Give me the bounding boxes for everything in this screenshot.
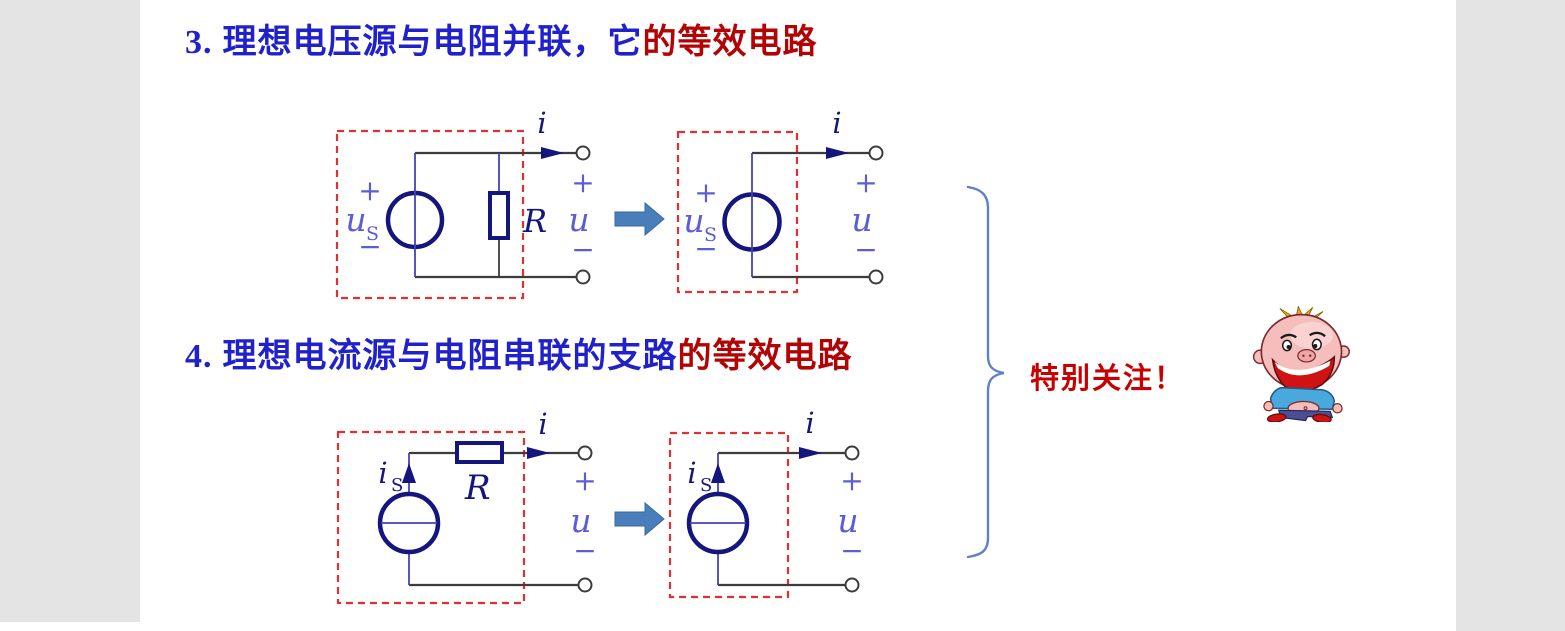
port-voltage-label: u bbox=[837, 501, 858, 540]
section-3-title-red: 的等效电路 bbox=[642, 23, 818, 61]
port-minus-label: − bbox=[854, 233, 877, 266]
equivalence-arrow-icon bbox=[614, 501, 665, 537]
right-gray-margin bbox=[1456, 0, 1565, 631]
current-arrowhead bbox=[826, 147, 849, 159]
mascot-nostril bbox=[1302, 354, 1305, 358]
source-minus-label: − bbox=[694, 232, 717, 265]
mascot-left-shoe bbox=[1266, 413, 1287, 422]
terminal-bottom bbox=[577, 577, 593, 593]
mascot-cartoon-icon bbox=[1252, 306, 1350, 422]
port-plus-label: + bbox=[840, 464, 863, 497]
source-minus-label: − bbox=[358, 230, 381, 263]
equivalent-source-dashed-box bbox=[335, 129, 525, 300]
terminal-bottom bbox=[575, 269, 591, 285]
source-current-subscript: S bbox=[700, 475, 712, 496]
left-gray-margin bbox=[0, 0, 140, 622]
terminal-bottom bbox=[844, 577, 860, 593]
circuit-current-source-equivalent: i S i + u − bbox=[668, 406, 864, 599]
mascot-right-hand bbox=[1332, 402, 1343, 414]
port-minus-label: − bbox=[840, 534, 863, 567]
current-arrowhead bbox=[541, 147, 564, 159]
equivalent-source-dashed-box bbox=[676, 130, 799, 294]
port-voltage-label: u bbox=[570, 501, 591, 540]
source-plus-label: + bbox=[358, 174, 381, 207]
mascot-nose bbox=[1297, 348, 1316, 363]
source-current-subscript: S bbox=[391, 475, 403, 496]
source-current-arrowhead bbox=[711, 463, 725, 483]
terminal-top bbox=[575, 145, 591, 161]
section-3-number: 3. bbox=[185, 24, 213, 61]
circuit-voltage-source-parallel-original: + u S − R i + u − bbox=[335, 106, 595, 300]
mascot-navel bbox=[1303, 406, 1308, 411]
resistor-symbol bbox=[488, 191, 510, 240]
source-current-label: i bbox=[687, 456, 696, 490]
section-3-title-blue: 理想电压源与电阻并联，它 bbox=[222, 23, 643, 61]
port-minus-label: − bbox=[571, 233, 594, 266]
section-4-title-blue: 理想电流源与电阻串联的支路 bbox=[222, 337, 678, 375]
attention-note: 特别关注！ bbox=[1030, 363, 1186, 395]
port-voltage-label: u bbox=[851, 200, 872, 239]
current-arrowhead bbox=[799, 447, 822, 459]
mascot-eyes bbox=[1281, 338, 1322, 352]
port-minus-label: − bbox=[573, 534, 596, 567]
resistor-label: R bbox=[464, 468, 491, 508]
source-plus-label: + bbox=[694, 176, 717, 209]
mascot-right-eyebrow bbox=[1309, 331, 1326, 338]
mascot-nostril bbox=[1308, 354, 1312, 358]
source-voltage-label: u bbox=[683, 201, 704, 240]
section-4-number: 4. bbox=[185, 338, 213, 375]
mascot-left-eyebrow bbox=[1280, 333, 1297, 340]
mascot-teeth bbox=[1274, 360, 1331, 376]
source-voltage-subscript: S bbox=[366, 223, 379, 245]
equivalence-arrow-icon bbox=[614, 201, 665, 237]
source-current-label: i bbox=[378, 456, 387, 490]
circuit-voltage-source-equivalent: + u S − i + u − bbox=[676, 106, 884, 294]
current-label: i bbox=[805, 406, 814, 440]
terminal-top bbox=[577, 445, 593, 461]
current-arrowhead bbox=[527, 447, 550, 459]
terminal-bottom bbox=[868, 269, 884, 285]
source-voltage-label: u bbox=[345, 200, 366, 239]
source-voltage-subscript: S bbox=[704, 224, 717, 246]
mascot-left-hand bbox=[1263, 400, 1274, 412]
terminal-top bbox=[844, 445, 860, 461]
equivalent-source-dashed-box bbox=[668, 431, 790, 599]
current-label: i bbox=[538, 407, 547, 441]
source-current-arrowhead bbox=[402, 463, 416, 483]
resistor-label: R bbox=[522, 202, 547, 240]
port-plus-label: + bbox=[573, 464, 596, 497]
port-voltage-label: u bbox=[568, 200, 589, 239]
circuit-current-source-series-original: i S R i + u − bbox=[336, 407, 597, 605]
terminal-top bbox=[868, 145, 884, 161]
port-plus-label: + bbox=[571, 166, 594, 199]
section-3-title: 3.理想电压源与电阻并联，它的等效电路 bbox=[185, 14, 818, 63]
equivalent-source-dashed-box bbox=[336, 430, 526, 605]
section-4-title: 4.理想电流源与电阻串联的支路的等效电路 bbox=[185, 328, 853, 377]
current-label: i bbox=[537, 106, 546, 140]
port-plus-label: + bbox=[854, 166, 877, 199]
current-label: i bbox=[832, 106, 841, 140]
mascot-right-shoe bbox=[1312, 413, 1332, 422]
right-curly-brace-icon bbox=[966, 185, 1005, 559]
resistor-symbol bbox=[455, 441, 504, 464]
section-4-title-red: 的等效电路 bbox=[677, 337, 853, 375]
